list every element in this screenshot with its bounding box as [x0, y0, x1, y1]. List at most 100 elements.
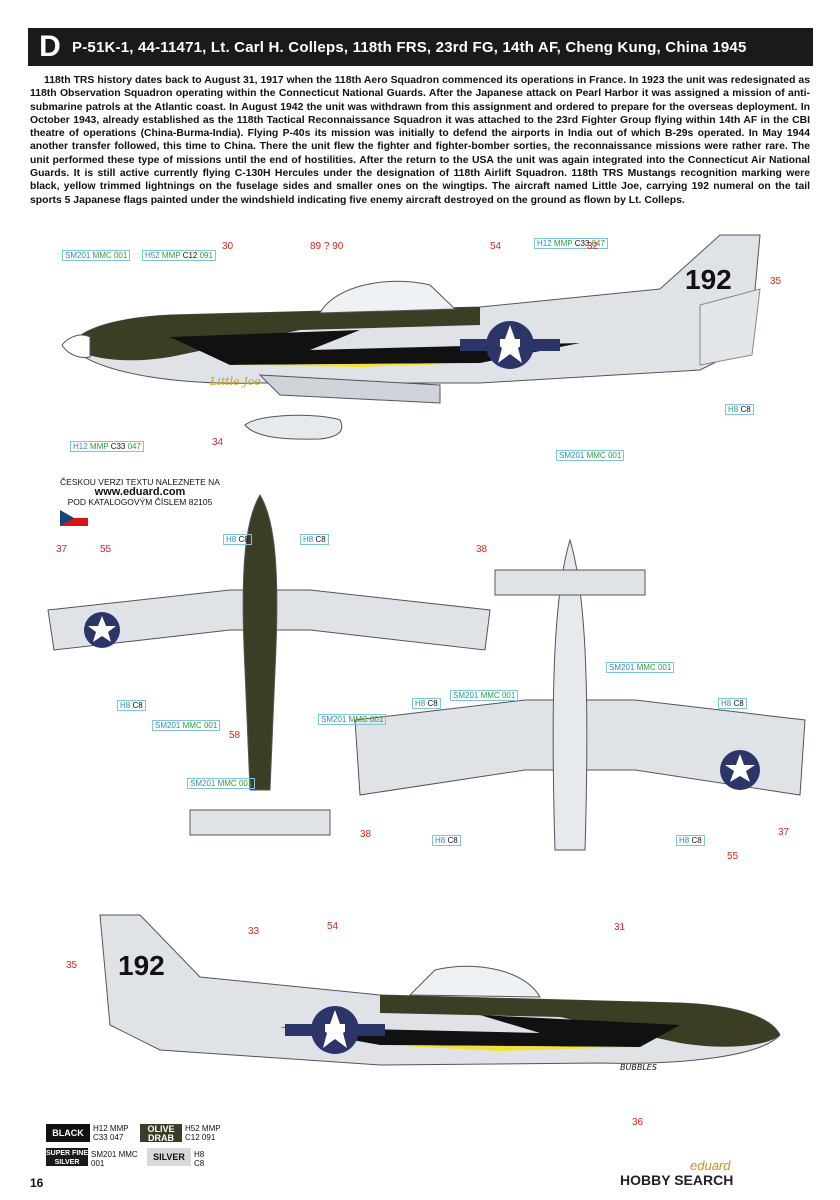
legend-silver-fine-codes: SM201 MMC 001 [91, 1150, 138, 1168]
legend-olive-swatch: OLIVE DRAB [140, 1124, 182, 1143]
code-c: C8 [447, 836, 458, 845]
code-b: MMP [109, 1124, 129, 1133]
marking-36: 36 [632, 1117, 644, 1128]
profile-header: D P-51K-1, 44-11471, Lt. Carl H. Colleps… [28, 28, 813, 66]
callout-h8-top-left: H8 C8 [223, 534, 252, 545]
czech-line-1: ČESKOU VERZI TEXTU NALEZNETE NA [60, 477, 220, 487]
history-text: 118th TRS history dates back to August 3… [30, 74, 810, 207]
code-a: SM201 [559, 451, 585, 460]
callout-h8-bottom-right: H8 C8 [718, 698, 747, 709]
profile-title: P-51K-1, 44-11471, Lt. Carl H. Colleps, … [72, 38, 747, 56]
code-c: 001 [657, 663, 672, 672]
code-b: MMC [636, 663, 656, 672]
code-a: H12 [93, 1124, 108, 1133]
callout-sm201-center: SM201 MMC 001 [318, 714, 387, 725]
code-b: MMC [480, 691, 500, 700]
code-a: SM201 [190, 779, 216, 788]
code-a: SM201 [65, 251, 91, 260]
marking-38-bottom: 38 [360, 829, 372, 840]
code-c: C8 [740, 405, 751, 414]
page-number: 16 [30, 1176, 44, 1190]
code-a: SM201 [453, 691, 479, 700]
code-a: H52 [185, 1124, 200, 1133]
callout-h52-top: H52 MMP C12 091 [142, 250, 216, 261]
code-c: C8 [132, 701, 143, 710]
code-a: SM201 [91, 1150, 117, 1159]
code-c: C8 [691, 836, 702, 845]
code-a: H8 [721, 699, 732, 708]
code-a: H8 [728, 405, 739, 414]
tail-number-upper: 192 [685, 264, 732, 295]
callout-h8-bottom-tank-left: H8 C8 [432, 835, 461, 846]
code-c: C8 [315, 535, 326, 544]
code-b: MMC [118, 1150, 138, 1159]
code-b: MMC [586, 451, 606, 460]
code-d: 047 [591, 239, 605, 248]
code-c: C8 [733, 699, 744, 708]
code-a: H8 [415, 699, 426, 708]
tail-number-lower: 192 [118, 950, 165, 981]
marking-34: 34 [212, 437, 224, 448]
profile-letter: D [39, 30, 61, 63]
legend-black-codes: H12 MMP C33 047 [93, 1124, 129, 1142]
watermark-text: HOBBY SEARCH [620, 1172, 734, 1188]
callout-h12-top: H12 MMP C33 047 [534, 238, 608, 249]
code-a: SM201 [155, 721, 181, 730]
code-b: MMP [201, 1124, 221, 1133]
callout-h8-bottom-tank-right: H8 C8 [676, 835, 705, 846]
marking-31: 31 [614, 922, 626, 933]
legend-olive-codes: H52 MMP C12 091 [185, 1124, 221, 1142]
callout-sm201-stab: SM201 MMC 001 [187, 778, 256, 789]
callout-h8-wing-left: H8 C8 [117, 700, 146, 711]
marking-38-top: 38 [476, 544, 488, 555]
code-c: 001 [369, 715, 384, 724]
code-b: MMP [89, 442, 109, 451]
code-a: H8 [435, 836, 446, 845]
marking-54-bottom: 54 [327, 921, 339, 932]
code-a: H12 [73, 442, 88, 451]
czech-version-note: ČESKOU VERZI TEXTU NALEZNETE NA www.edua… [30, 477, 250, 507]
marking-35-bottom: 35 [66, 960, 78, 971]
code-b: MMC [182, 721, 202, 730]
history-paragraph: 118th TRS history dates back to August 3… [30, 75, 810, 206]
marking-55-top: 55 [100, 544, 112, 555]
eduard-url[interactable]: www.eduard.com [94, 486, 186, 498]
hobby-search-watermark: HOBBY SEARCH [620, 1172, 733, 1188]
bottom-view [354, 538, 806, 851]
code-c: 001 [238, 779, 253, 788]
code-a: H12 [537, 239, 552, 248]
left-side-profile: 192 Little Joe [61, 234, 761, 440]
code-b: MMP [161, 251, 181, 260]
callout-sm201-belly: SM201 MMC 001 [556, 450, 625, 461]
code-c: C8 [427, 699, 438, 708]
code-c: 001 [607, 451, 622, 460]
callout-sm201-nose: SM201 MMC 001 [62, 250, 131, 261]
code-b: MMC [348, 715, 368, 724]
code-c: C33 [110, 442, 126, 451]
czech-line-2: POD KATALOGOVÝM ČÍSLEM 82105 [67, 497, 213, 507]
callout-h8-tail: H8 C8 [725, 404, 754, 415]
code-a: H8 [194, 1150, 205, 1159]
marking-32: 32 [587, 241, 599, 252]
code-d: 091 [199, 251, 213, 260]
code-a: SM201 [609, 663, 635, 672]
code-a: H8 [226, 535, 237, 544]
legend-silver-fine-swatch: SUPER FINE SILVER [46, 1148, 89, 1166]
code-c: 001 [91, 1159, 105, 1168]
marking-33: 33 [248, 926, 260, 937]
code-b: MMP [553, 239, 573, 248]
callout-h8-bottom-left: H8 C8 [412, 698, 441, 709]
callout-sm201-bottom-wing: SM201 MMC 001 [450, 690, 519, 701]
code-c: C12 [185, 1133, 200, 1142]
code-a: H52 [145, 251, 160, 260]
marking-58: 58 [229, 730, 241, 741]
legend-silver-swatch: SILVER [147, 1148, 191, 1166]
callout-sm201-wing: SM201 MMC 001 [152, 720, 221, 731]
nose-art-left: Little Joe [209, 375, 261, 388]
marking-89-90: 89 ? 90 [310, 241, 344, 252]
code-a: H8 [679, 836, 690, 845]
callout-sm201-bottom-tail: SM201 MMC 001 [606, 662, 675, 673]
code-d: 091 [201, 1133, 216, 1142]
code-c: C8 [238, 535, 249, 544]
